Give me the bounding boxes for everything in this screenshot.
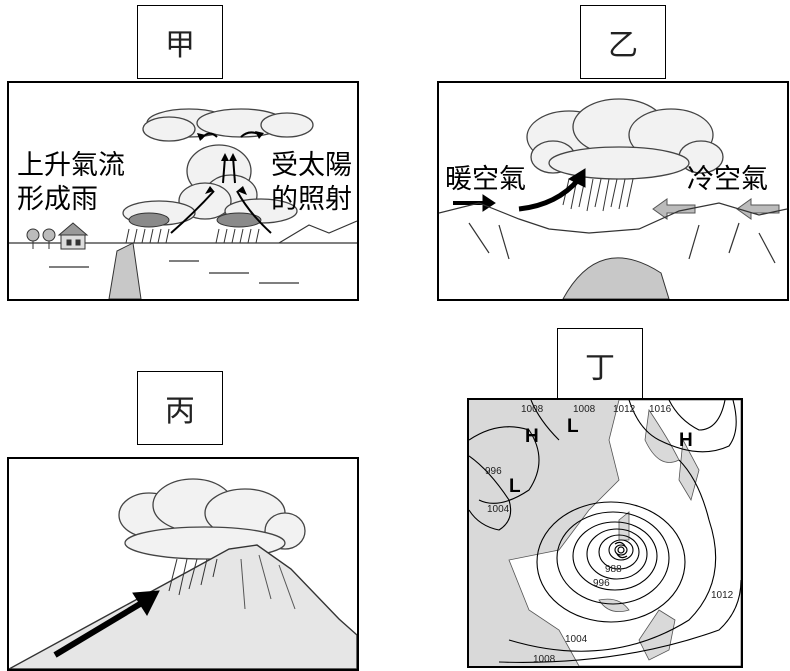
isobar-label-996-center: 996	[593, 578, 610, 589]
typhoon-weather-map: 1008 1008 1012 1016 996 1004 988 996 101…	[469, 400, 741, 666]
isobar-label-996-left: 996	[485, 466, 502, 477]
caption-cold-air: 冷空氣	[687, 164, 768, 195]
village	[26, 222, 89, 250]
panel-jia-label: 甲	[165, 28, 195, 63]
isobars	[469, 400, 741, 663]
panel-bing-orographic-rain	[7, 457, 359, 671]
panel-yi-frontal-rain: 暖空氣 冷空氣	[437, 81, 789, 301]
isobar-label-1004-bottom: 1004	[565, 634, 588, 645]
caption-sun-line1: 受太陽	[271, 150, 352, 181]
updraft-arrows	[170, 131, 272, 234]
caption-warm-air: 暖空氣	[445, 164, 526, 195]
panel-ding-label-box: 丁	[557, 328, 643, 402]
isobar-label-1004-left: 1004	[487, 504, 510, 515]
warm-air-arrows	[453, 168, 586, 212]
isobar-label-1008-b: 1008	[573, 404, 596, 415]
isobar-label-1008-bottom: 1008	[533, 654, 556, 665]
panel-ding-weather-map: 1008 1008 1012 1016 996 1004 988 996 101…	[467, 398, 743, 668]
panel-ding-label: 丁	[585, 351, 615, 386]
terrain	[439, 202, 787, 264]
caption-sun-line2: 的照射	[271, 184, 352, 215]
convection-illustration	[9, 108, 357, 299]
panel-jia-convection-rain: 上升氣流 形成雨 受太陽 的照射	[7, 81, 359, 301]
panel-jia-label-box: 甲	[137, 5, 223, 79]
cold-air-arrows	[652, 198, 780, 220]
panel-yi-label: 乙	[608, 28, 638, 63]
caption-updraft-rain: 上升氣流 形成雨	[17, 149, 125, 217]
sea	[508, 400, 741, 666]
rain-streaks	[168, 558, 218, 596]
low-pressure-left: L	[509, 476, 521, 497]
isobar-label-1016: 1016	[649, 404, 672, 415]
mountain	[9, 544, 357, 669]
rain-streaks	[125, 228, 260, 244]
rain-cloud-base	[128, 212, 262, 228]
isobar-label-1012-top: 1012	[613, 404, 636, 415]
frontal-illustration	[439, 98, 787, 299]
panel-bing-label: 丙	[165, 394, 195, 429]
high-pressure-right: H	[679, 430, 693, 451]
orographic-illustration	[9, 478, 357, 669]
low-pressure-top: L	[567, 416, 579, 437]
caption-updraft-line2: 形成雨	[17, 184, 98, 215]
panel-yi-label-box: 乙	[580, 5, 666, 79]
isobar-label-1008-a: 1008	[521, 404, 544, 415]
panel-bing-label-box: 丙	[137, 371, 223, 445]
high-pressure-left: H	[525, 426, 539, 447]
caption-sun-heating: 受太陽 的照射	[271, 149, 352, 217]
orographic-cloud	[118, 478, 306, 560]
typhoon-symbol-icon	[614, 541, 628, 559]
rising-air-arrow	[53, 590, 160, 658]
ground	[9, 220, 357, 284]
valley-river	[562, 257, 670, 299]
caption-updraft-line1: 上升氣流	[17, 150, 125, 181]
isobar-label-988: 988	[605, 564, 622, 575]
river	[108, 242, 142, 299]
isobar-label-1012-right: 1012	[711, 590, 734, 601]
